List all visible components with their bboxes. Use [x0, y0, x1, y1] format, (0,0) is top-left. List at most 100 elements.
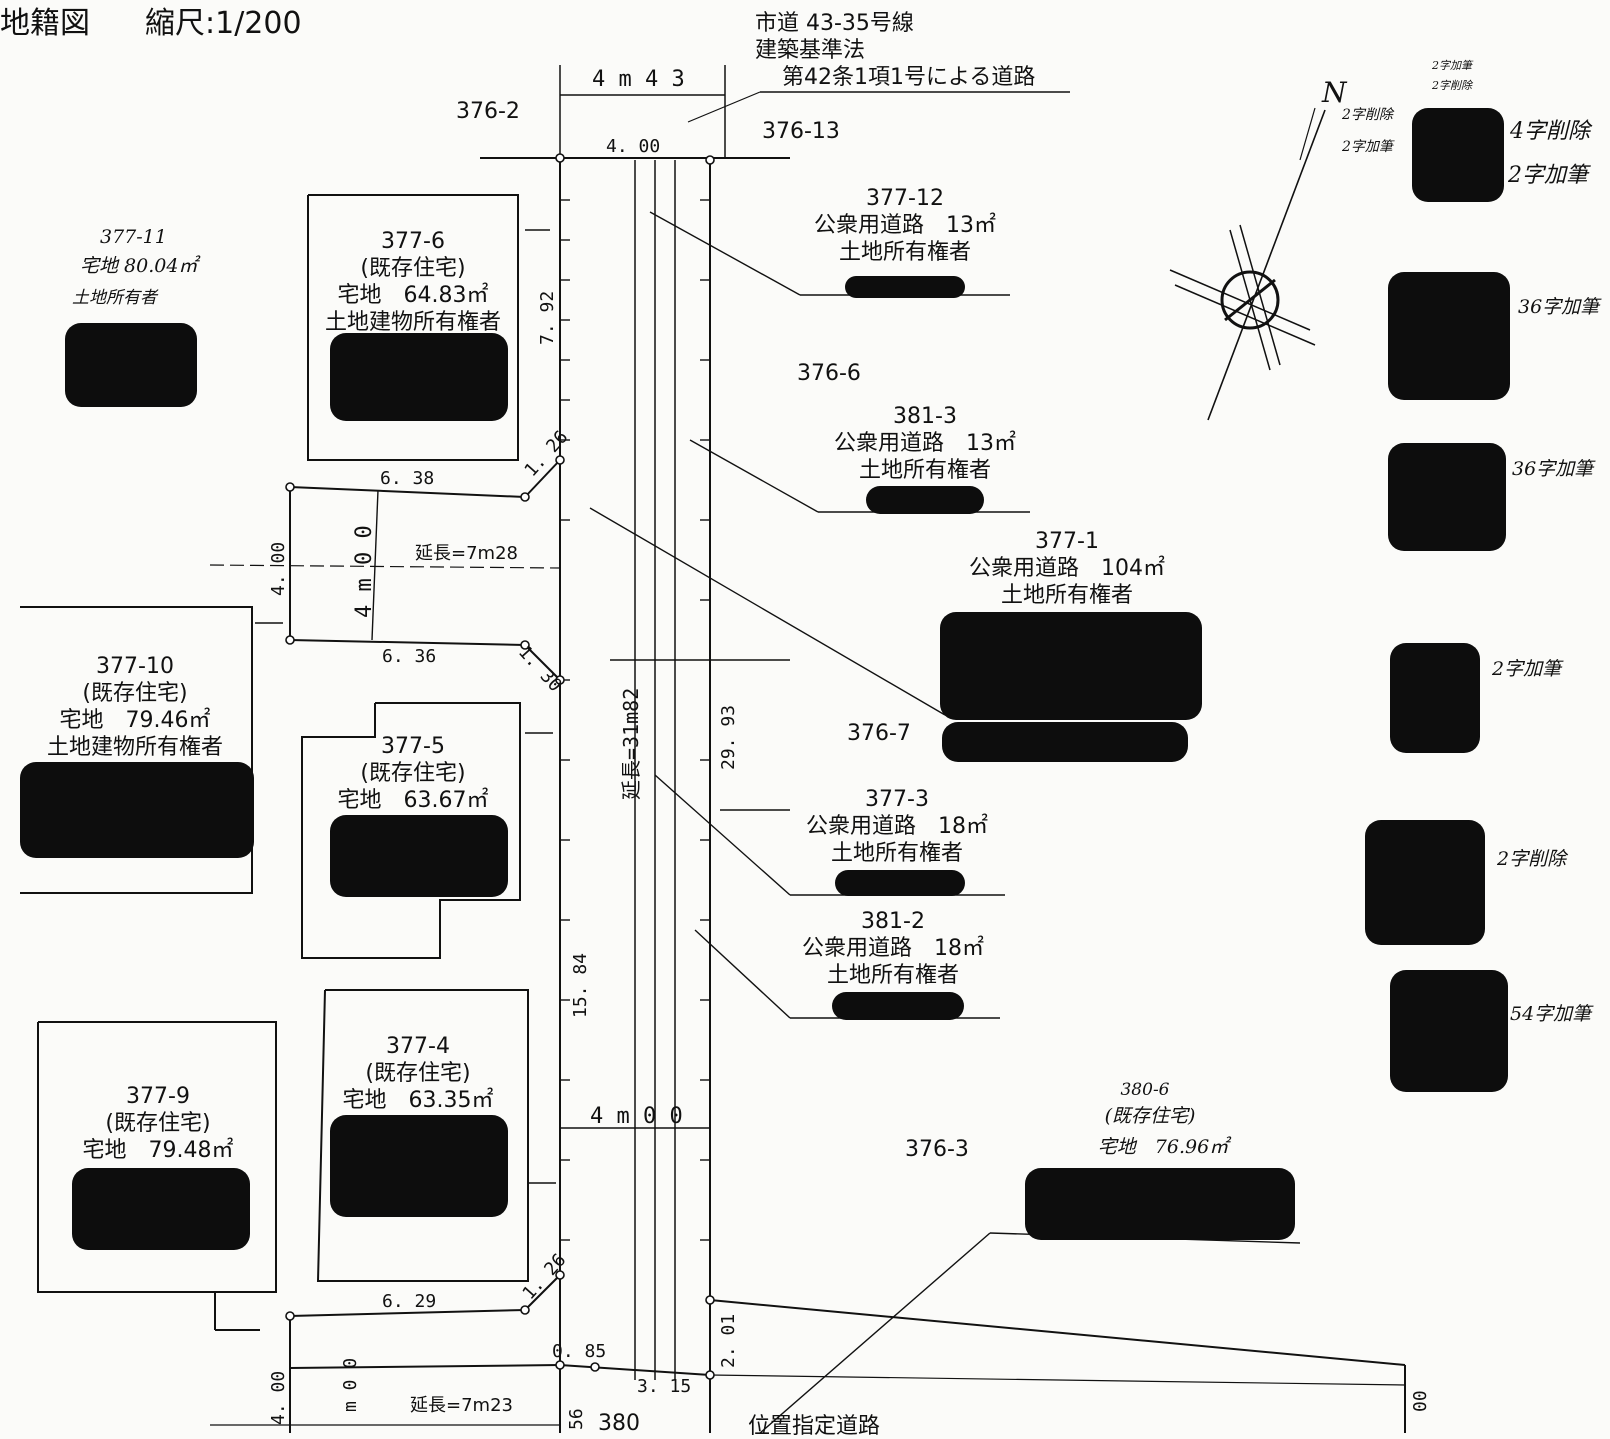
- hand-377-11-owner: 土地所有者: [72, 288, 157, 308]
- redaction-blot: [835, 870, 965, 896]
- parcel-377-1-owner: 土地所有権者: [1000, 583, 1134, 608]
- correction-note-r1f: 2字加筆: [1508, 163, 1588, 188]
- parcel-377-1-use: 公衆用道路 104㎡: [969, 556, 1165, 581]
- dim-top-chord: 4. 00: [606, 136, 661, 157]
- dim-bottom-a: 0. 85: [552, 1341, 607, 1362]
- redaction-blot: [942, 722, 1188, 762]
- parcel-377-6-use: 宅地 64.83㎡: [337, 283, 489, 308]
- parcel-381-3-use: 公衆用道路 13㎡: [834, 431, 1016, 456]
- parcel-377-9-use: 宅地 79.48㎡: [82, 1138, 234, 1163]
- parcel-377-9-kind: (既存住宅): [105, 1111, 211, 1136]
- redaction-blot: [1390, 643, 1480, 753]
- redaction-blot: [65, 323, 197, 407]
- lot-label-376-2: 376-2: [456, 99, 520, 124]
- dim-left-c: 6. 38: [380, 468, 435, 489]
- bottom-road-label: 位置指定道路: [748, 1414, 881, 1439]
- parcel-381-2-number: 381-2: [861, 909, 925, 934]
- road-info-line1: 市道 43-35号線: [755, 11, 914, 36]
- correction-note-r5: 2字削除: [1497, 848, 1567, 870]
- lot-label-376-3: 376-3: [905, 1137, 969, 1162]
- dim-left-j: 6. 29: [382, 1291, 437, 1312]
- road-info-line3: 第42条1項1号による道路: [782, 65, 1036, 90]
- parcel-377-3-use: 公衆用道路 18㎡: [806, 814, 988, 839]
- parcel-377-5-kind: (既存住宅): [360, 761, 466, 786]
- dim-total-ext: 延長=31m82: [619, 687, 643, 800]
- parcel-377-10-owner: 土地建物所有権者: [46, 735, 224, 760]
- dim-ext-a: 延長=7m28: [415, 543, 518, 564]
- parcel-381-3-owner: 土地所有権者: [858, 458, 992, 483]
- dim-left-k: 4. 00: [268, 1370, 289, 1425]
- correction-note-r4: 2字加筆: [1492, 658, 1562, 680]
- redaction-blot: [1365, 820, 1485, 945]
- redaction-blot: [20, 762, 254, 858]
- lot-label-376-6: 376-6: [797, 361, 861, 386]
- hand-380-6-use: 宅地 76.96㎡: [1097, 1136, 1229, 1158]
- dim-left-l: m 0 0: [340, 1357, 361, 1412]
- redaction-blot: [1388, 443, 1506, 551]
- parcel-377-3-number: 377-3: [865, 787, 929, 812]
- parcel-377-12-use: 公衆用道路 13㎡: [814, 213, 996, 238]
- parcel-377-4-kind: (既存住宅): [365, 1061, 471, 1086]
- redaction-blot: [866, 486, 984, 514]
- parcel-377-12-owner: 土地所有権者: [838, 240, 972, 265]
- road-info-line2: 建築基準法: [755, 38, 866, 63]
- north-arrow-label: N: [1322, 76, 1347, 109]
- parcel-377-6-kind: (既存住宅): [360, 256, 466, 281]
- hand-380-6-kind: (既存住宅): [1104, 1105, 1196, 1127]
- parcel-381-2-use: 公衆用道路 18㎡: [802, 936, 984, 961]
- dim-bottom-e: 380: [598, 1411, 640, 1436]
- parcel-377-4-use: 宅地 63.35㎡: [342, 1088, 494, 1113]
- lot-label-376-7: 376-7: [847, 721, 911, 746]
- parcel-377-3-owner: 土地所有権者: [830, 841, 964, 866]
- correction-note-r3: 36字加筆: [1512, 458, 1594, 480]
- map-title: 地籍図: [0, 6, 90, 41]
- parcel-377-10-use: 宅地 79.46㎡: [59, 708, 211, 733]
- dim-left-e: 4. 00: [268, 541, 289, 596]
- parcel-377-10-number: 377-10: [96, 654, 174, 679]
- redaction-blot: [1388, 272, 1510, 400]
- dim-ext-b: 延長=7m23: [410, 1395, 513, 1416]
- parcel-377-4-number: 377-4: [386, 1034, 450, 1059]
- correction-note-r1e: 4字削除: [1510, 119, 1590, 144]
- parcel-377-10-kind: (既存住宅): [82, 681, 188, 706]
- redaction-blot: [1412, 108, 1504, 202]
- dim-bottom-f: 00: [1410, 1390, 1431, 1412]
- parcel-377-12-number: 377-12: [866, 186, 944, 211]
- dim-left-d: 4 m 0 0: [352, 525, 377, 618]
- parcel-381-2-owner: 土地所有権者: [826, 963, 960, 988]
- parcel-377-9-number: 377-9: [126, 1084, 190, 1109]
- redaction-blot: [832, 992, 964, 1020]
- correction-note-r1b: 2字削除: [1432, 79, 1472, 92]
- parcel-381-3-number: 381-3: [893, 404, 957, 429]
- redaction-blot: [72, 1168, 250, 1250]
- parcel-377-6-owner: 土地建物所有権者: [324, 310, 502, 335]
- parcel-377-6-number: 377-6: [381, 229, 445, 254]
- dim-bottom-c: 2. 01: [718, 1313, 739, 1368]
- dim-right-a: 29. 93: [718, 704, 739, 770]
- dim-bottom-b: 3. 15: [637, 1376, 692, 1397]
- correction-note-r6: 54字加筆: [1510, 1003, 1592, 1025]
- correction-note-r1d: 2字加筆: [1342, 139, 1393, 155]
- redaction-blot: [1390, 970, 1508, 1092]
- redaction-blot: [1025, 1168, 1295, 1240]
- redaction-blot: [330, 1115, 508, 1217]
- dim-left-a: 7. 92: [537, 290, 558, 345]
- correction-note-r1a: 2字加筆: [1432, 59, 1472, 72]
- parcel-377-5-use: 宅地 63.67㎡: [337, 788, 489, 813]
- hand-377-11-number: 377-11: [100, 226, 167, 248]
- redaction-blot: [845, 276, 965, 298]
- dim-left-f: 6. 36: [382, 646, 437, 667]
- redaction-blot: [330, 815, 508, 897]
- map-scale: 縮尺:1/200: [145, 6, 302, 41]
- redaction-blot: [330, 333, 508, 421]
- redaction-blot: [940, 612, 1202, 720]
- correction-note-r2: 36字加筆: [1518, 296, 1600, 318]
- parcel-377-5-number: 377-5: [381, 734, 445, 759]
- hand-380-6-number: 380-6: [1120, 1080, 1170, 1100]
- correction-note-r1c: 2字削除: [1342, 107, 1393, 123]
- parcel-377-1-number: 377-1: [1035, 529, 1099, 554]
- hand-377-11-use: 宅地 80.04㎡: [80, 255, 198, 277]
- dim-left-h: 15. 84: [570, 952, 591, 1018]
- dim-bottom-d: 56: [566, 1408, 587, 1430]
